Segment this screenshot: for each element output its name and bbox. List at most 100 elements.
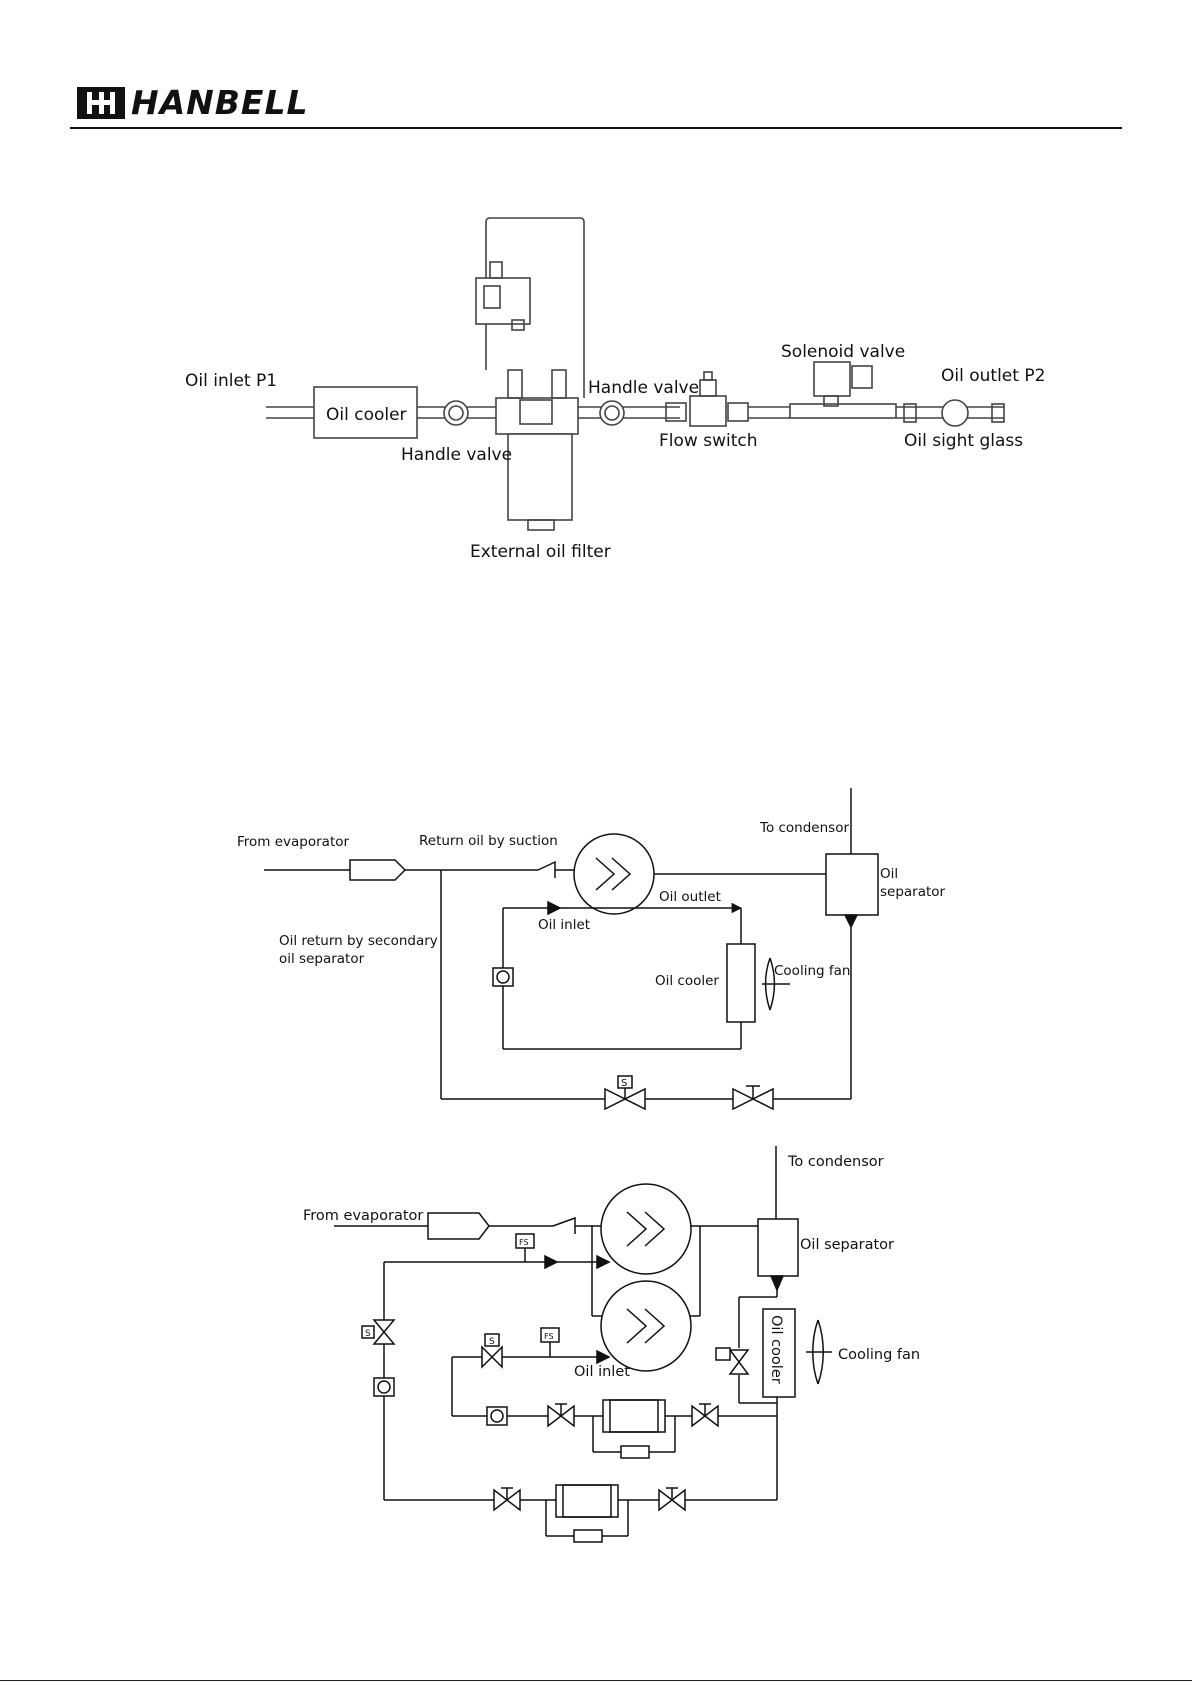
solenoid-valve-pipe — [789, 403, 897, 419]
label-oil-separator-2: separator — [880, 884, 946, 900]
label-flow-switch: Flow switch — [659, 431, 757, 451]
solenoid-valve-1-icon — [372, 1319, 396, 1345]
label-oil-inlet: Oil inlet — [538, 917, 590, 933]
s1-mark: S — [365, 1329, 371, 1339]
page-header: HANBELL — [0, 0, 1192, 140]
filter-2-body — [555, 1484, 619, 1518]
cooling-fan-icon — [806, 1319, 832, 1385]
bypass-valve-icon — [728, 1349, 750, 1375]
flow-switch-body — [689, 395, 727, 427]
label-return-oil-by-suction: Return oil by suction — [419, 833, 558, 849]
logo-mark-icon — [77, 87, 125, 119]
label-from-evaporator: From evaporator — [303, 1208, 423, 1224]
filter-fitting-left — [507, 369, 523, 399]
diagram-oil-return-dual — [334, 1146, 832, 1543]
filter-head-window — [519, 399, 553, 425]
label-to-condensor: To condensor — [759, 820, 849, 836]
compressor-symbol — [595, 857, 632, 891]
oil-cooler-box — [313, 386, 418, 439]
filter-fitting-right — [551, 369, 567, 399]
label-oil-outlet-p2: Oil outlet P2 — [941, 366, 1045, 386]
external-filter-canister — [507, 433, 573, 521]
sight-glass-fitting — [903, 403, 917, 423]
label-oil-outlet: Oil outlet — [659, 889, 721, 905]
oil-cooler-box — [726, 943, 756, 1023]
oil-inlet-arrow — [547, 900, 562, 916]
hanbell-logo: HANBELL — [77, 86, 309, 120]
handle-valve-2-inner — [604, 405, 620, 421]
cooling-fan-icon — [762, 957, 790, 1011]
flow-switch-fitting-right — [727, 402, 749, 422]
flow-switch-fitting-left — [665, 402, 687, 422]
suction-strainer — [427, 1212, 490, 1240]
label-cooling-fan: Cooling fan — [838, 1347, 920, 1363]
pressure-switch-connector — [511, 319, 525, 331]
oil-inlet-arrow-2 — [596, 1349, 611, 1365]
separator-drain-arrow — [769, 1275, 785, 1292]
filter-1-body — [602, 1399, 666, 1433]
filter-drain — [527, 519, 555, 531]
label-handle-valve-2: Handle valve — [588, 378, 699, 398]
filter-1-bypass-box — [620, 1445, 650, 1459]
label-to-condensor: To condensor — [787, 1154, 884, 1170]
solenoid-stem — [823, 395, 839, 407]
header-rule — [70, 127, 1122, 129]
pressure-switch-top — [489, 261, 503, 279]
check-valve-icon — [537, 860, 556, 878]
bypass-valve-box — [715, 1347, 731, 1361]
pressure-switch-loop — [485, 217, 585, 398]
flow-switch-2-box — [540, 1327, 560, 1343]
label-external-oil-filter: External oil filter — [470, 542, 611, 562]
oil-sight-glass-icon — [941, 399, 969, 427]
label-oil-inlet: Oil inlet — [574, 1364, 630, 1380]
solenoid-mark: S — [621, 1078, 627, 1089]
solenoid-box — [617, 1075, 633, 1089]
filter-head — [495, 397, 579, 435]
sight-glass-2-inner — [490, 1409, 504, 1423]
s2-mark: S — [489, 1337, 495, 1347]
outlet-fitting — [991, 403, 1005, 423]
label-solenoid-valve: Solenoid valve — [781, 342, 905, 362]
handle-valve-1-inner — [448, 405, 464, 421]
diagram-oil-line-components — [266, 217, 1005, 531]
solenoid-coil — [813, 361, 851, 397]
flow-switch-cap — [703, 371, 713, 381]
oil-inlet-arrow-1 — [544, 1254, 559, 1270]
diagram2-labels: From evaporator Return oil by suction To… — [237, 820, 946, 1089]
solenoid-valve-2-icon — [481, 1345, 503, 1369]
footer-rule — [0, 1680, 1192, 1681]
label-oil-cooler: Oil cooler — [768, 1315, 784, 1384]
handle-valve-2-icon — [599, 400, 625, 426]
label-secondary-return-1: Oil return by secondary — [279, 933, 438, 949]
compressor-1-symbol — [626, 1211, 666, 1247]
label-cooling-fan: Cooling fan — [774, 963, 850, 979]
flow-switch-head — [699, 379, 717, 397]
oil-inlet-arrow-1b — [596, 1254, 611, 1270]
pressure-switch-dial — [483, 285, 501, 309]
filter-1-inner — [609, 1399, 659, 1433]
solenoid-valve-1-box — [361, 1325, 375, 1339]
flow-switch-1-box — [515, 1233, 535, 1249]
label-from-evaporator: From evaporator — [237, 834, 350, 850]
diagram1-labels: Oil inlet P1 Oil cooler Handle valve Ext… — [185, 342, 1045, 562]
sight-glass-1-inner — [377, 1380, 391, 1394]
sight-glass-inner — [496, 970, 510, 984]
label-oil-cooler: Oil cooler — [326, 405, 407, 425]
oil-separator-box — [825, 853, 879, 916]
diagram3-labels: To condensor From evaporator Oil separat… — [303, 1154, 920, 1384]
diagram-oil-return-single — [264, 788, 879, 1111]
filter-2-bypass-box — [573, 1529, 603, 1543]
compressor-2-symbol — [626, 1308, 666, 1344]
label-handle-valve-1: Handle valve — [401, 445, 512, 465]
label-oil-cooler: Oil cooler — [655, 973, 719, 989]
handle-valve-1-icon — [443, 400, 469, 426]
fs1-mark: FS — [519, 1238, 529, 1247]
label-oil-sight-glass: Oil sight glass — [904, 431, 1023, 451]
suction-strainer — [349, 859, 407, 881]
fs2-mark: FS — [544, 1332, 554, 1341]
solenoid-connector — [851, 365, 873, 389]
logo-text: HANBELL — [131, 83, 309, 122]
check-valve-icon — [552, 1216, 576, 1234]
label-secondary-return-2: oil separator — [279, 951, 365, 967]
